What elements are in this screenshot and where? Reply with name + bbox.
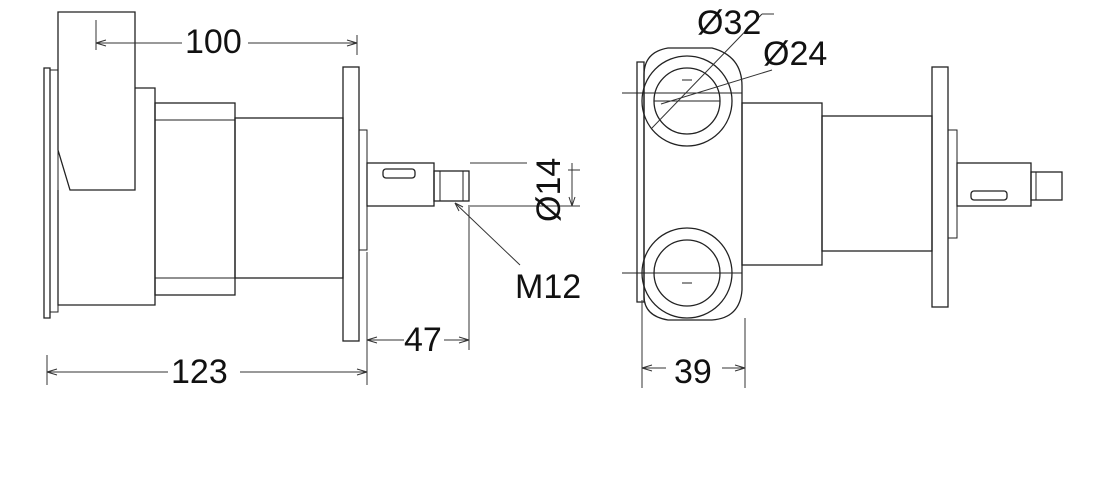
upper-port-outer bbox=[641, 55, 733, 147]
dim-47 bbox=[366, 205, 470, 350]
leader-24 bbox=[660, 69, 773, 105]
dim-label-32: Ø32 bbox=[697, 4, 761, 42]
dim-label-14: Ø14 bbox=[530, 158, 568, 222]
leader-32 bbox=[651, 13, 774, 129]
dim-39 bbox=[641, 300, 746, 388]
dim-label-39: 39 bbox=[674, 353, 712, 391]
dim-label-24: Ø24 bbox=[763, 35, 827, 73]
housing-plate bbox=[43, 67, 51, 319]
housing-cap bbox=[57, 11, 136, 191]
bearing-housing bbox=[234, 117, 344, 279]
threaded-tip bbox=[433, 170, 470, 202]
leader-m12 bbox=[454, 202, 521, 266]
dim-label-m12: M12 bbox=[515, 268, 581, 306]
front-threaded-tip bbox=[1030, 171, 1063, 201]
bearing-body bbox=[154, 102, 236, 296]
dim-label-47: 47 bbox=[404, 321, 442, 359]
front-shaft-key bbox=[970, 190, 1008, 201]
dim-100 bbox=[95, 20, 358, 55]
mounting-flange bbox=[342, 66, 360, 342]
dim-123 bbox=[46, 252, 368, 385]
pump-body bbox=[741, 102, 823, 266]
dim-label-100: 100 bbox=[185, 23, 242, 61]
dim-14 bbox=[470, 162, 580, 207]
side-view bbox=[43, 11, 470, 342]
housing-body bbox=[57, 87, 156, 306]
pump-housing bbox=[821, 115, 933, 252]
dim-label-123: 123 bbox=[171, 353, 228, 391]
front-view bbox=[622, 47, 1063, 321]
shaft-key bbox=[382, 168, 416, 179]
front-flange bbox=[931, 66, 949, 308]
manifold-body bbox=[643, 47, 743, 321]
